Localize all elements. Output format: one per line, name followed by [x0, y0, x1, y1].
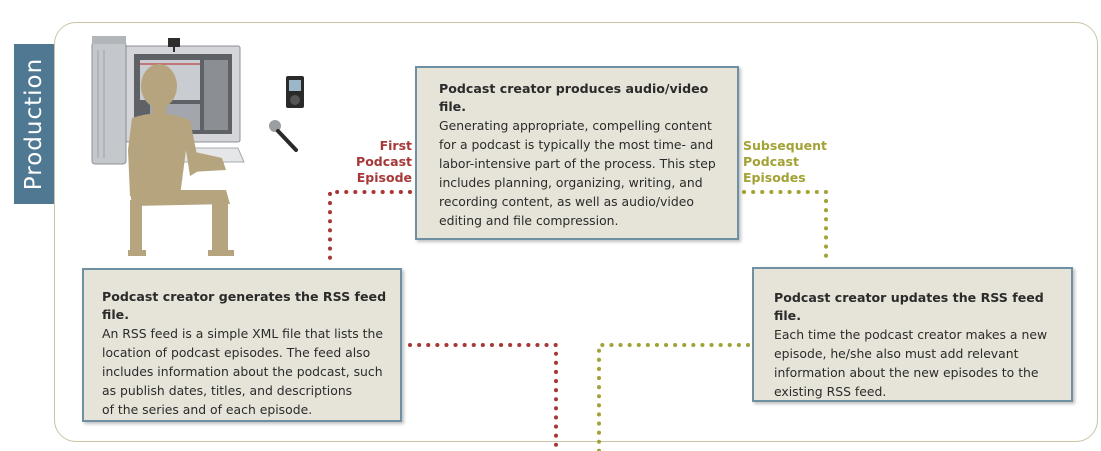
section-tab — [14, 44, 54, 204]
update-feed-line: episode, he/she also must add relevant — [774, 346, 1019, 361]
update-feed-line: existing RSS feed. — [774, 384, 887, 399]
creator-illustration — [91, 36, 304, 256]
produce-file-line: includes planning, organizing, writing, … — [439, 175, 703, 190]
first-episode-label: First Podcast Episode — [356, 138, 412, 186]
generate-feed-line: includes information about the podcast, … — [102, 364, 383, 379]
first-episode-label-line: Episode — [356, 170, 412, 185]
media-player-icon — [286, 76, 304, 108]
update-feed-box: Podcast creator updates the RSS feed fil… — [752, 267, 1073, 402]
generate-feed-line: location of podcast episodes. The feed a… — [102, 345, 371, 360]
microphone-icon — [269, 120, 298, 152]
first-episode-path — [328, 190, 558, 451]
subsequent-episodes-label: Subsequent Podcast Episodes — [743, 138, 827, 186]
update-feed-line: information about the new episodes to th… — [774, 365, 1039, 380]
subsequent-episodes-label-line: Subsequent — [743, 138, 827, 153]
generate-feed-box: Podcast creator generates the RSS feed f… — [82, 268, 402, 422]
first-episode-label-line: Podcast — [356, 154, 412, 169]
generate-feed-line: of the series and of each episode. — [102, 402, 313, 417]
produce-file-box: Podcast creator produces audio/video fil… — [415, 66, 739, 240]
person-figure-icon — [128, 64, 234, 256]
produce-file-line: labor-intensive part of the process. Thi… — [439, 156, 716, 171]
update-feed-line: Each time the podcast creator makes a ne… — [774, 327, 1048, 342]
generate-feed-line: An RSS feed is a simple XML file that li… — [102, 326, 384, 341]
first-episode-label-line: First — [379, 138, 412, 153]
subsequent-episodes-label-line: Podcast — [743, 154, 799, 169]
subsequent-episodes-label-line: Episodes — [743, 170, 806, 185]
generate-feed-line: as publish dates, titles, and descriptio… — [102, 383, 353, 398]
produce-file-line: editing and file compression. — [439, 213, 619, 228]
produce-file-line: recording content, as well as audio/vide… — [439, 194, 694, 209]
produce-file-title: Podcast creator produces audio/video fil… — [439, 81, 709, 114]
subsequent-episode-path — [597, 190, 828, 451]
generate-feed-title: Podcast creator generates the RSS feed f… — [102, 289, 387, 322]
update-feed-title: Podcast creator updates the RSS feed fil… — [774, 290, 1044, 323]
webcam-icon — [168, 38, 180, 52]
produce-file-line: Generating appropriate, compelling conte… — [439, 118, 712, 133]
produce-file-line: for a podcast is typically the most time… — [439, 137, 714, 152]
computer-tower-icon — [91, 36, 127, 165]
